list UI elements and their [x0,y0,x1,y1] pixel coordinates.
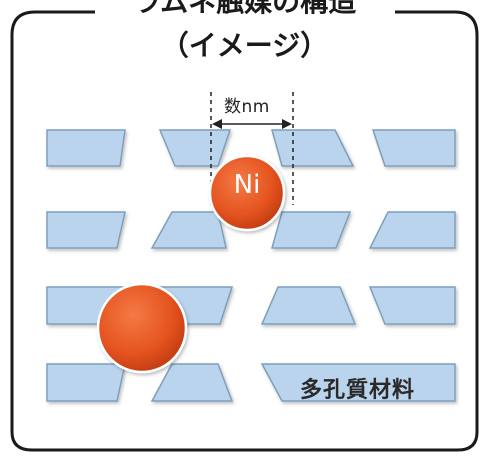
scale-marker [210,92,294,205]
scale-arrowhead-left [212,119,222,129]
ni-particle-2 [96,282,188,374]
pore-block [368,286,456,325]
subtitle-text: （イメージ） [160,29,329,62]
pore-block [158,129,232,167]
pore-block [271,211,352,249]
diagram-subtitle: （イメージ） [0,32,489,60]
pore-block [150,211,227,249]
pore-block [371,129,456,167]
ni-label: Ni [233,170,261,200]
ni-particle [208,154,286,232]
pore-block [368,211,456,249]
pore-block [46,363,126,402]
scale-arrowhead-right [282,119,292,129]
pore-block [46,211,126,249]
material-label: 多孔質材料 [300,378,416,403]
pore-block [271,129,355,167]
diagram-title: ラムネ触媒の構造 [0,0,489,18]
scale-label: 数nm [224,97,270,117]
pore-block [46,129,126,167]
pore-block [150,363,234,402]
pore-block [260,286,357,325]
frame-border [10,10,479,452]
pore-block [260,363,456,402]
title-text: ラムネ触媒の構造 [124,0,365,18]
